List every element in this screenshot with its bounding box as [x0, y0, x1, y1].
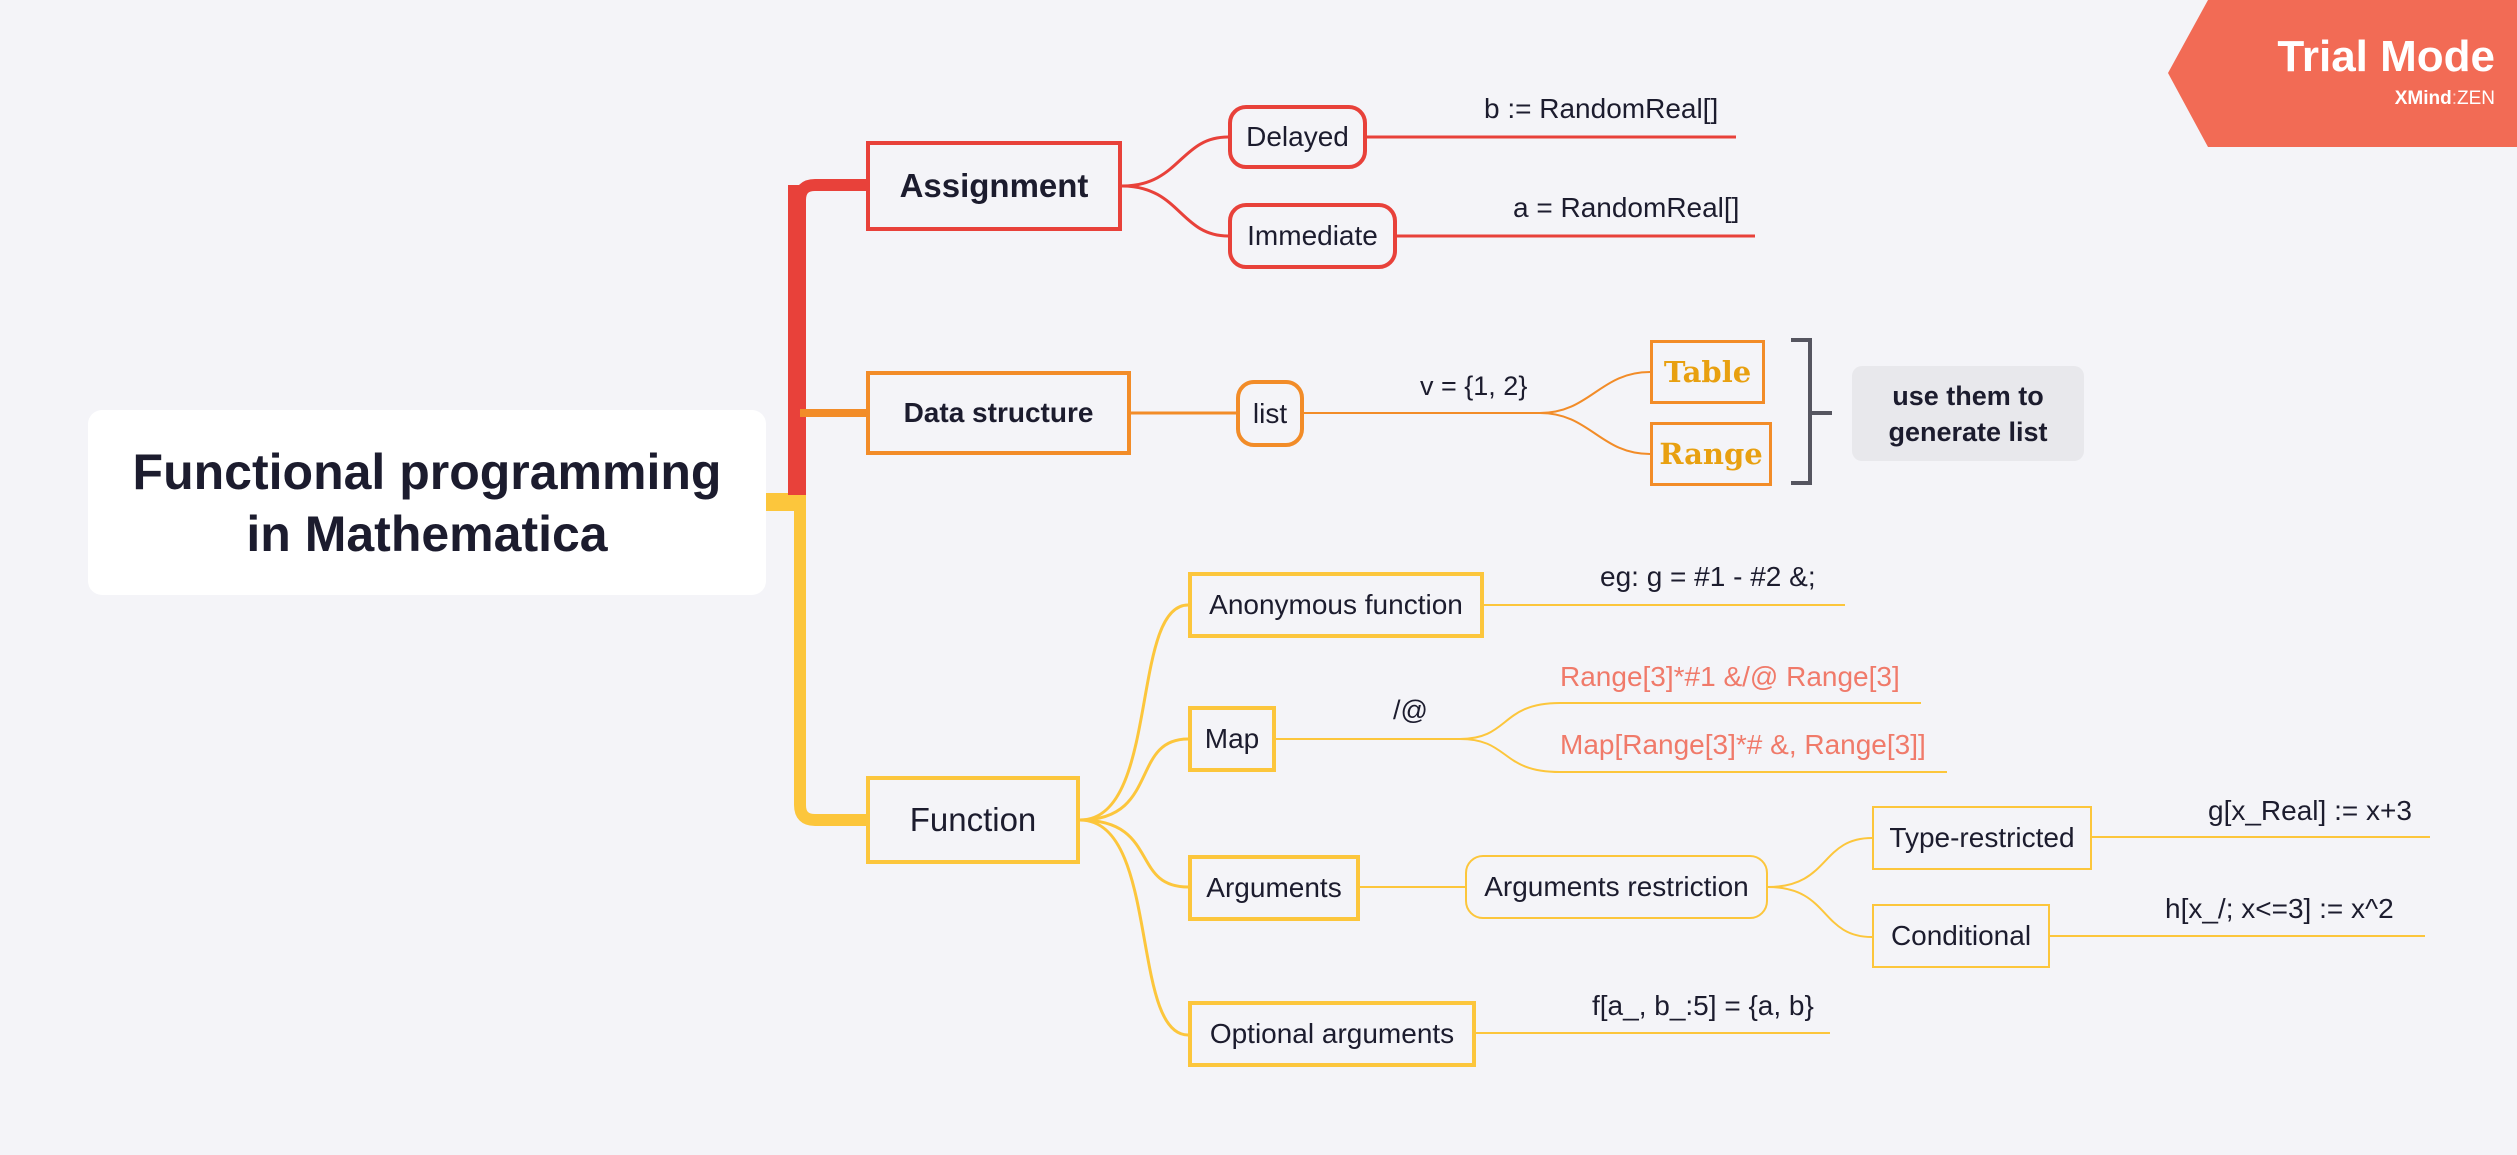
topic-map[interactable]: Map: [1188, 706, 1276, 772]
callout-line2: generate list: [1888, 416, 2048, 447]
root-title-line2: in Mathematica: [246, 505, 608, 562]
topic-delayed[interactable]: Delayed: [1228, 105, 1367, 169]
topic-anonymous-label: Anonymous function: [1209, 589, 1463, 620]
topic-range[interactable]: Range: [1650, 422, 1772, 486]
topic-map-label: Map: [1204, 723, 1260, 754]
topic-assignment-label: Assignment: [899, 167, 1089, 204]
root-topic[interactable]: Functional programming in Mathematica: [88, 410, 766, 595]
topic-delayed-label: Delayed: [1246, 121, 1349, 152]
topic-optional-label: Optional arguments: [1209, 1018, 1455, 1049]
topic-list[interactable]: list: [1236, 380, 1304, 447]
trial-brand-separator: :: [2451, 88, 2457, 109]
callout-line1: use them to: [1892, 380, 2044, 411]
optional-example[interactable]: f[a_, b_:5] = {a, b}: [1592, 990, 1814, 1021]
topic-list-label: list: [1252, 397, 1288, 429]
trial-mode-title: Trial Mode: [2277, 32, 2495, 81]
type-restricted-example[interactable]: g[x_Real] := x+3: [2208, 795, 2412, 826]
trial-mode-badge[interactable]: Trial Mode XMind:ZEN: [2168, 0, 2517, 147]
trial-brand: XMind:ZEN: [2395, 88, 2495, 110]
map-operator[interactable]: /@: [1393, 695, 1428, 725]
trial-badge-shape: [2168, 0, 2517, 147]
topic-arguments-restriction-label: Arguments restriction: [1484, 871, 1749, 902]
topic-conditional[interactable]: Conditional: [1872, 904, 2050, 968]
topic-range-label: Range: [1659, 437, 1763, 471]
topic-data-structure-label: Data structure: [903, 397, 1094, 428]
topic-arguments[interactable]: Arguments: [1188, 855, 1360, 921]
topic-assignment[interactable]: Assignment: [866, 141, 1122, 231]
topic-immediate-label: Immediate: [1247, 220, 1378, 251]
topic-table[interactable]: Table: [1650, 340, 1765, 404]
topic-optional-arguments[interactable]: Optional arguments: [1188, 1001, 1476, 1067]
topic-function[interactable]: Function: [866, 776, 1080, 864]
topic-type-restricted-label: Type-restricted: [1889, 822, 2075, 853]
anonymous-example[interactable]: eg: g = #1 - #2 &;: [1600, 561, 1816, 592]
map-example-2[interactable]: Map[Range[3]*# &, Range[3]]: [1560, 729, 1926, 760]
topic-immediate[interactable]: Immediate: [1228, 203, 1397, 269]
summary-callout[interactable]: use them to generate list: [1852, 366, 2084, 461]
root-title-line1: Functional programming: [132, 443, 722, 500]
topic-function-label: Function: [909, 801, 1037, 838]
topic-anonymous-function[interactable]: Anonymous function: [1188, 572, 1484, 638]
conditional-example[interactable]: h[x_/; x<=3] := x^2: [2165, 893, 2394, 924]
topic-conditional-label: Conditional: [1890, 920, 2032, 951]
trial-brand-suffix: ZEN: [2457, 88, 2495, 109]
topic-arguments-restriction[interactable]: Arguments restriction: [1465, 855, 1768, 919]
topic-type-restricted[interactable]: Type-restricted: [1872, 806, 2092, 870]
map-example-1[interactable]: Range[3]*#1 &/@ Range[3]: [1560, 661, 1900, 692]
delayed-example[interactable]: b := RandomReal[]: [1484, 93, 1719, 124]
list-example[interactable]: v = {1, 2}: [1420, 371, 1528, 401]
trial-brand-name: XMind: [2394, 88, 2452, 109]
topic-arguments-label: Arguments: [1206, 872, 1342, 903]
topic-table-label: Table: [1663, 355, 1752, 389]
immediate-example[interactable]: a = RandomReal[]: [1513, 192, 1740, 223]
topic-data-structure[interactable]: Data structure: [866, 371, 1131, 455]
